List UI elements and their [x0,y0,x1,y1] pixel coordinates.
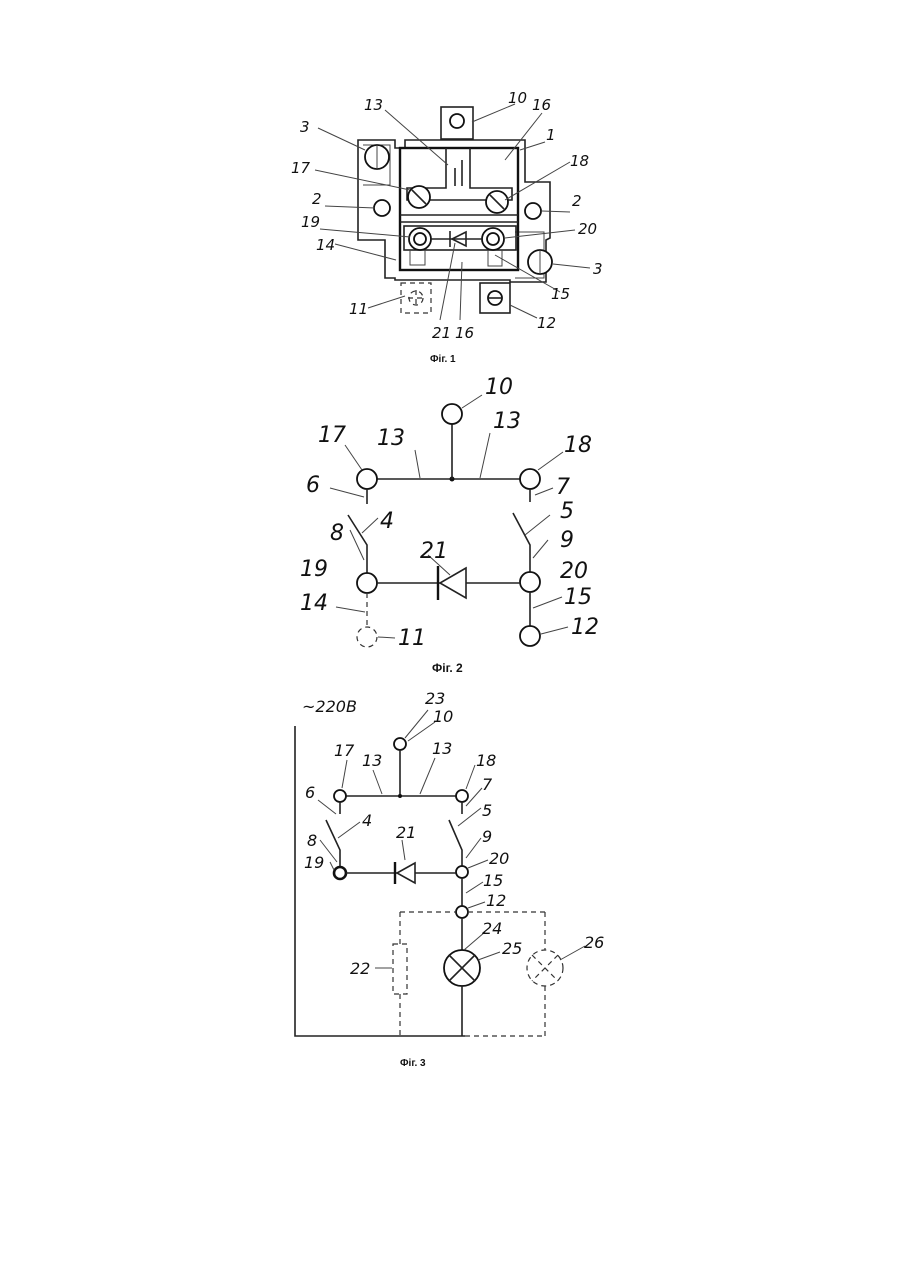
fig3-caption: Фіг. 3 [400,1058,426,1069]
fig1-terminal-12 [480,283,510,313]
fig1-label-16-bottom: 16 [455,324,474,342]
fig2-leader-lines [330,395,568,638]
fig1-hole-2-left [374,200,390,216]
fig2-label-12: 12 [571,615,599,640]
fig2-contact-17 [357,469,377,489]
fig2-label-5: 5 [560,499,574,524]
fig3-label-19: 19 [304,853,324,872]
fig3-lamp-25 [444,950,480,986]
fig2-terminal-12 [520,626,540,646]
fig2-schematic: 10 13 13 17 18 6 7 4 5 8 21 9 19 20 14 1… [300,375,599,675]
fig2-label-9: 9 [560,528,574,553]
fig3-contact-18 [456,790,468,802]
fig3-terminal-10 [394,738,406,750]
fig3-voltage-label: ~220В [302,697,357,716]
fig3-contact-17 [334,790,346,802]
fig3-resistor-22 [393,944,407,994]
fig1-label-16: 16 [532,96,551,114]
fig1-terminal-20 [482,228,504,250]
fig2-label-10: 10 [485,375,513,400]
fig3-terminal-12 [456,906,468,918]
fig1-label-21: 21 [432,324,451,342]
fig1-terminal-19 [409,228,431,250]
fig2-label-15: 15 [564,585,592,610]
fig1-label-18: 18 [570,152,589,170]
fig1-terminal-11 [401,283,431,313]
fig3-label-24: 24 [482,919,502,938]
fig1-label-2-left: 2 [312,190,322,208]
fig3-label-10: 10 [433,707,453,726]
fig2-label-7: 7 [556,475,570,500]
fig2-terminal-19 [357,573,377,593]
fig1-label-19: 19 [301,213,320,231]
fig3-label-5: 5 [482,801,492,820]
fig3-label-13-left: 13 [362,751,382,770]
fig2-label-13: 13 [493,409,521,434]
fig2-terminal-11 [357,627,377,647]
fig3-label-6: 6 [305,783,315,802]
fig3-terminal-20 [456,866,468,878]
fig1-hole-2-right [525,203,541,219]
fig2-label-4: 4 [380,509,394,534]
fig1-label-1: 1 [546,126,556,144]
fig2-switch-4 [348,515,367,573]
fig3-label-20: 20 [489,849,509,868]
fig1-device-plan: 3 13 10 16 1 17 18 2 2 19 20 14 3 15 11 … [291,89,603,365]
fig3-label-8: 8 [307,831,317,850]
fig1-diode-21 [431,231,482,247]
fig1-screw-18 [486,191,508,213]
fig1-label-11: 11 [349,300,368,318]
fig2-diode-21 [438,566,466,600]
fig2-label-19: 19 [300,557,328,582]
fig3-label-22: 22 [350,959,370,978]
fig3-label-18: 18 [476,751,496,770]
fig2-label-14: 14 [300,591,328,616]
fig3-circuit: ~220В [295,689,604,1069]
fig1-screw-17 [408,186,430,208]
fig2-terminal-10 [442,404,462,424]
fig1-label-17: 17 [291,159,311,177]
fig2-contact-18 [520,469,540,489]
fig2-label-20: 20 [560,559,588,584]
fig3-label-12: 12 [486,891,506,910]
fig3-label-25: 25 [502,939,522,958]
fig1-caption: Фіг. 1 [430,354,456,365]
fig1-label-15: 15 [551,285,570,303]
fig3-label-9: 9 [482,827,492,846]
fig3-supply-rail [295,726,465,1036]
fig3-switch-5 [449,820,462,866]
fig2-label-18: 18 [564,433,592,458]
fig2-label-21: 21 [420,539,448,564]
fig3-label-15: 15 [483,871,503,890]
fig3-label-21: 21 [396,823,416,842]
fig2-label-8: 8 [330,521,344,546]
fig1-label-3-bottom: 3 [593,260,603,278]
fig1-label-2-right: 2 [572,192,582,210]
fig3-lamp-26 [527,950,563,986]
fig1-label-3: 3 [300,118,310,136]
fig2-terminal-20 [520,572,540,592]
fig2-label-6: 6 [306,473,320,498]
fig1-label-10: 10 [508,89,527,107]
fig2-label-13-left: 13 [377,426,405,451]
fig3-label-23: 23 [425,689,445,708]
fig2-label-17: 17 [318,423,346,448]
fig3-label-7: 7 [482,775,493,794]
fig3-diode-21 [395,862,415,884]
fig3-label-17: 17 [334,741,355,760]
fig2-label-11: 11 [398,626,426,651]
fig1-label-20: 20 [578,220,597,238]
fig1-label-14: 14 [316,236,335,254]
fig3-label-13-right: 13 [432,739,452,758]
fig3-terminal-19 [334,867,346,879]
fig2-caption: Фіг. 2 [432,661,463,675]
fig3-label-4: 4 [362,811,372,830]
fig2-switch-5 [513,513,530,572]
fig1-label-12: 12 [537,314,556,332]
fig3-label-26: 26 [584,933,604,952]
fig1-label-13: 13 [364,96,383,114]
fig3-switch-4 [326,820,340,868]
fig1-terminal-10 [441,107,473,139]
